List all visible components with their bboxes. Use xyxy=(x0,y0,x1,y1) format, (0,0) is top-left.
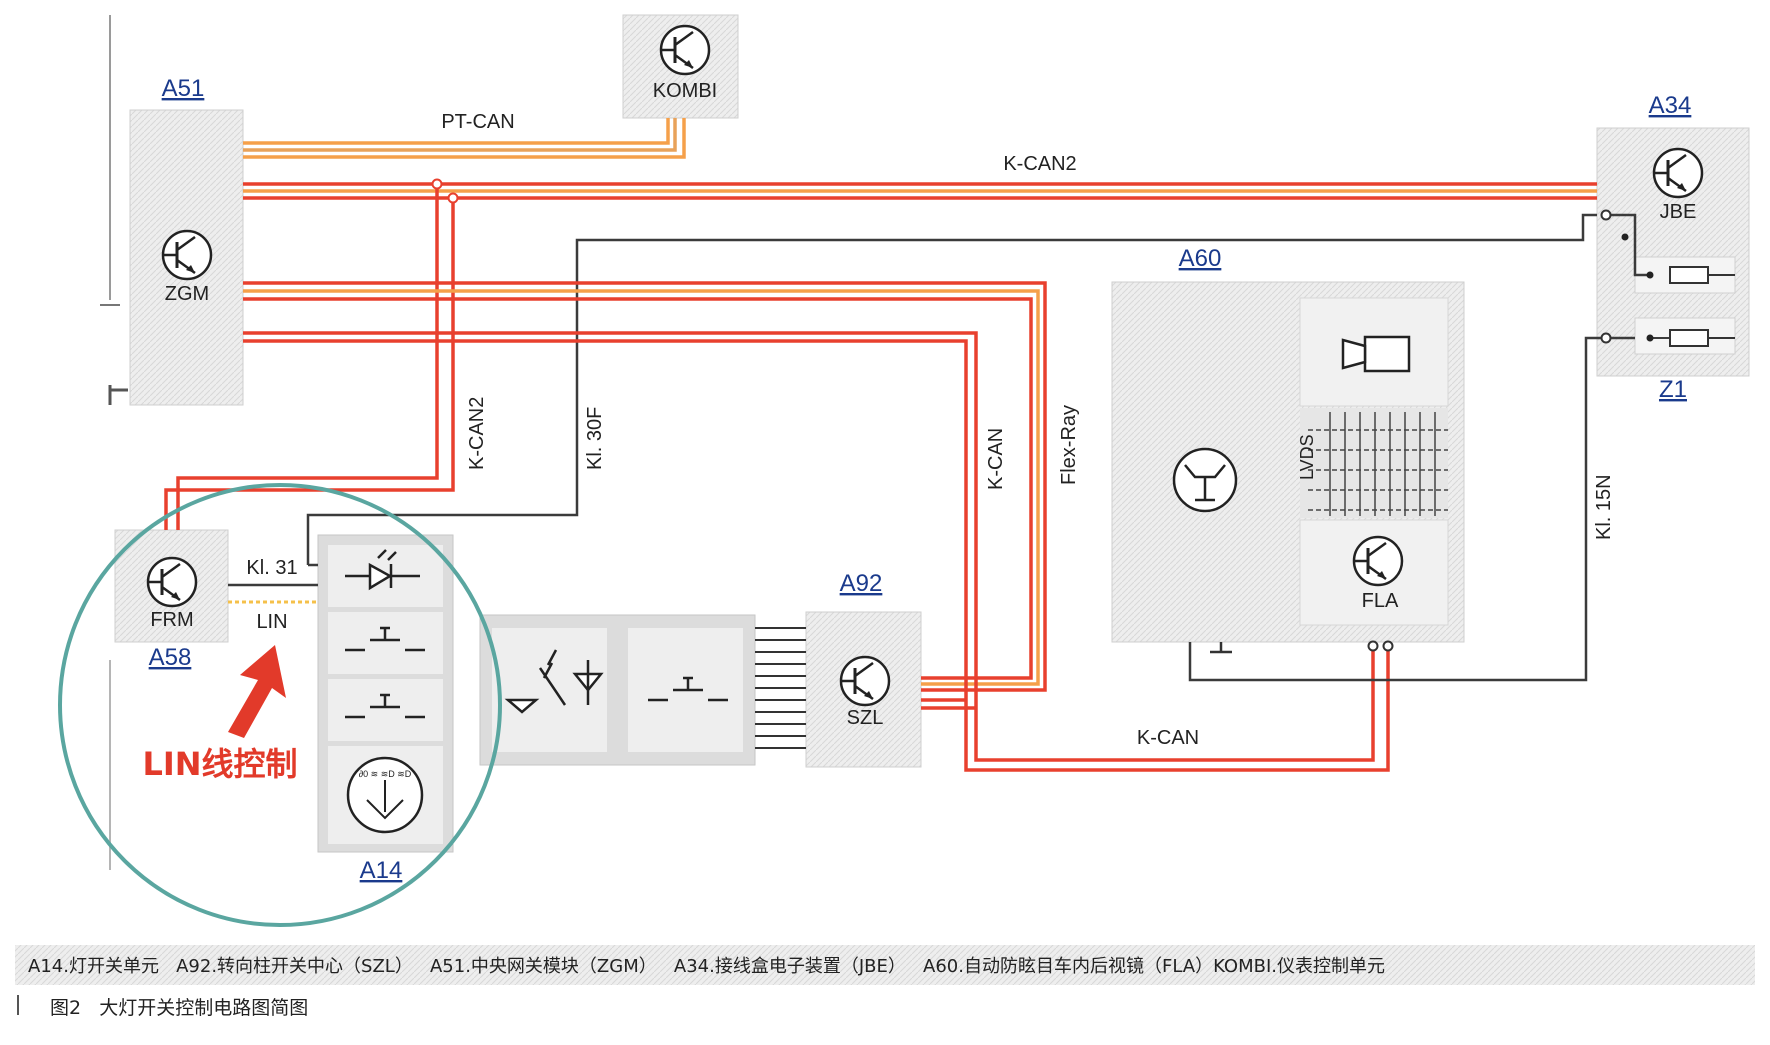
red-arrow-icon xyxy=(228,645,286,738)
flexray-label: Flex-Ray xyxy=(1058,405,1080,485)
k-can-vert-label: K-CAN xyxy=(985,428,1007,490)
szl-label: SZL xyxy=(847,707,884,729)
lin-label: LIN xyxy=(256,611,287,633)
legend-text: A14.灯开关单元 A92.转向柱开关中心（SZL） A51.中央网关模块（ZG… xyxy=(28,956,1385,977)
szl-bundle xyxy=(755,627,806,749)
frm-label: FRM xyxy=(150,609,193,631)
kl15n-label: Kl. 15N xyxy=(1593,474,1615,540)
szl-transistor-icon xyxy=(839,655,891,707)
pt-can-wire xyxy=(243,118,686,159)
kombi-label: KOMBI xyxy=(653,80,717,102)
push-switch-icon xyxy=(345,626,425,652)
rotary-light-switch-icon: ∂0 ≋ ≋D ≋D xyxy=(346,756,424,834)
svg-text:∂0 ≋ ≋D ≋D: ∂0 ≋ ≋D ≋D xyxy=(359,769,412,779)
kl31-label: Kl. 31 xyxy=(246,557,297,579)
push-switch-icon-2 xyxy=(345,693,425,719)
lvds-block xyxy=(1300,408,1448,518)
zgm-transistor-icon xyxy=(161,229,213,281)
a14-ref: A14 xyxy=(360,857,403,884)
pt-can-label: PT-CAN xyxy=(441,111,514,133)
a51-ref: A51 xyxy=(162,75,205,102)
fla-transistor-icon xyxy=(1352,535,1404,587)
kl15n-wire xyxy=(1396,209,1735,682)
led-icon xyxy=(345,549,420,591)
kl30f-label: Kl. 30F xyxy=(584,407,606,470)
kl30f-wire xyxy=(306,213,1597,567)
k-can2-vert-label: K-CAN2 xyxy=(466,397,488,470)
z1-ref: Z1 xyxy=(1659,376,1687,403)
jbe-transistor-icon xyxy=(1652,147,1704,199)
k-can2-top-label: K-CAN2 xyxy=(1003,153,1076,175)
fla-label: FLA xyxy=(1362,590,1399,612)
zgm-label: ZGM xyxy=(165,283,209,305)
a92-ref: A92 xyxy=(840,570,883,597)
lvds-label: LVDS xyxy=(1297,434,1317,480)
k-can-bottom-label: K-CAN xyxy=(1137,727,1199,749)
highlight-circle xyxy=(58,483,502,927)
k-can2-drop xyxy=(164,178,459,530)
legend-bar xyxy=(15,945,1755,985)
frm-transistor-icon xyxy=(146,556,198,608)
lin-control-annotation: LIN线控制 xyxy=(142,745,297,783)
figure-caption: 图2 大灯开关控制电路图简图 xyxy=(50,997,308,1019)
diode-switch-icon xyxy=(504,649,604,714)
a58-ref: A58 xyxy=(149,644,192,671)
a60-ref: A60 xyxy=(1179,245,1222,272)
jbe-label: JBE xyxy=(1660,201,1697,223)
camera-icon xyxy=(1341,335,1411,373)
a34-ref: A34 xyxy=(1649,92,1692,119)
photo-sensor-icon xyxy=(1172,447,1238,513)
k-can-wire xyxy=(243,331,1394,772)
k-can2-trunk xyxy=(243,182,1597,200)
switch-icon xyxy=(648,676,728,702)
kombi-transistor-icon xyxy=(659,24,711,76)
